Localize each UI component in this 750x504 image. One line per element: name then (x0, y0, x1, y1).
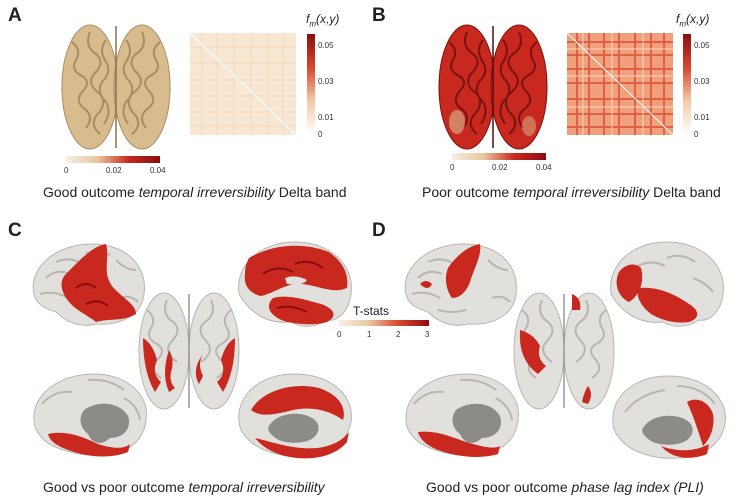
brain-cb-tick: 0 (64, 166, 69, 175)
brain-lateral-right-c (238, 241, 352, 327)
caption-d: Good vs poor outcome phase lag index (PL… (426, 479, 704, 495)
tstats-cb-title: T-stats (353, 304, 390, 318)
matrix-colorbar-poor (683, 34, 691, 134)
brain-lateral-right-d (610, 241, 724, 327)
panel-letter-d: D (372, 220, 386, 241)
panel-letter-b: B (372, 5, 386, 26)
brain-colorbar-poor (452, 153, 546, 160)
brain-medial-right-d (612, 375, 726, 459)
matrix-cb-tick: 0 (694, 130, 699, 139)
matrix-cb-tick: 0.01 (694, 113, 710, 122)
matrix-cb-tick: 0 (318, 130, 323, 139)
brain-top-view-d (513, 292, 615, 410)
tstats-cb-tick: 3 (425, 330, 430, 339)
connectivity-matrix-poor (567, 33, 673, 135)
brain-cb-tick: 0.04 (150, 166, 166, 175)
brain-lateral-left-d (404, 243, 517, 326)
matrix-cb-tick: 0.05 (318, 41, 334, 50)
panel-letter-a: A (8, 5, 22, 26)
brain-cb-tick: 0.04 (536, 163, 552, 172)
tstats-cb-tick: 0 (337, 330, 342, 339)
tstats-cb-tick: 2 (396, 330, 401, 339)
panel-letter-c: C (8, 220, 22, 241)
brain-medial-left-c (33, 373, 147, 457)
brain-cb-tick: 0.02 (106, 166, 122, 175)
brain-medial-left-d (405, 373, 519, 457)
tstats-cb-tick: 1 (367, 330, 372, 339)
matrix-cb-tick: 0.03 (694, 77, 710, 86)
brain-cb-tick: 0 (450, 163, 455, 172)
brain-lateral-left-c (32, 243, 145, 326)
caption-b: Poor outcome temporal irreversibility De… (422, 184, 721, 200)
brain-top-view-good (61, 24, 171, 150)
brain-top-view-c (138, 292, 240, 410)
matrix-cb-title: fm(x,y) (306, 12, 340, 29)
brain-top-view-poor (438, 24, 548, 150)
tstats-colorbar (339, 320, 429, 326)
brain-medial-right-c (238, 373, 352, 459)
brain-cb-tick: 0.02 (492, 163, 508, 172)
matrix-cb-tick: 0.03 (318, 77, 334, 86)
matrix-cb-tick: 0.01 (318, 113, 334, 122)
brain-colorbar-good (66, 156, 160, 163)
matrix-cb-tick: 0.05 (694, 41, 710, 50)
connectivity-matrix-good (190, 33, 296, 135)
caption-a: Good outcome temporal irreversibility De… (43, 184, 347, 200)
caption-c: Good vs poor outcome temporal irreversib… (43, 479, 325, 495)
matrix-colorbar-good (307, 34, 315, 134)
matrix-cb-title: fm(x,y) (676, 12, 710, 29)
